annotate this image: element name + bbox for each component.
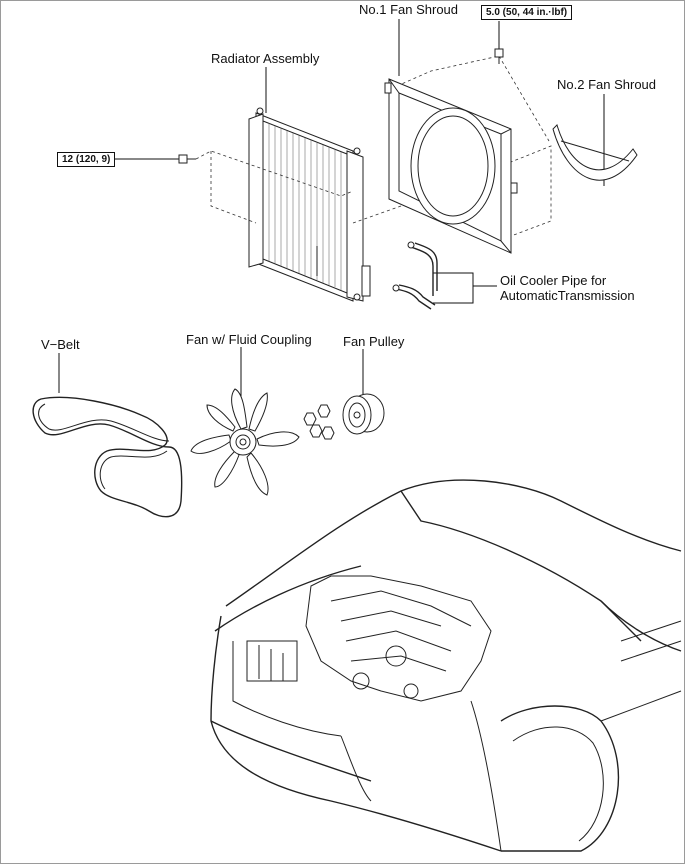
vehicle-drawing [210, 479, 682, 852]
oil-cooler-pipe-drawing [392, 241, 438, 310]
radiator-bolt-torque-label: 12 (120, 9) [57, 152, 116, 167]
v-belt-label: V−Belt [41, 337, 80, 352]
v-belt-drawing [32, 396, 183, 518]
oil-cooler-pipe-label-line1: Oil Cooler Pipe for [500, 273, 607, 288]
fan-nuts-drawing [303, 404, 335, 440]
fan-fluid-coupling-label: Fan w/ Fluid Coupling [186, 332, 312, 347]
oil-cooler-pipe-label-line2: AutomaticTransmission [500, 288, 635, 303]
radiator-assembly-label: Radiator Assembly [211, 51, 320, 66]
no2-fan-shroud-drawing [552, 124, 638, 181]
shroud-bolt-drawing [494, 48, 504, 64]
radiator-assembly-drawing [248, 107, 371, 302]
no1-fan-shroud-label: No.1 Fan Shroud [359, 2, 459, 17]
no1-fan-shroud-drawing [384, 78, 518, 254]
shroud-bolt-torque-label: 5.0 (50, 44 in.·lbf) [481, 5, 573, 20]
alignment-dashes [195, 55, 552, 237]
leader-lines [58, 19, 605, 403]
fan-pulley-label: Fan Pulley [343, 334, 405, 349]
fan-pulley-drawing [342, 393, 385, 435]
fan-drawing [190, 388, 300, 496]
no2-fan-shroud-label: No.2 Fan Shroud [557, 77, 657, 92]
radiator-bolt-drawing [178, 154, 196, 164]
